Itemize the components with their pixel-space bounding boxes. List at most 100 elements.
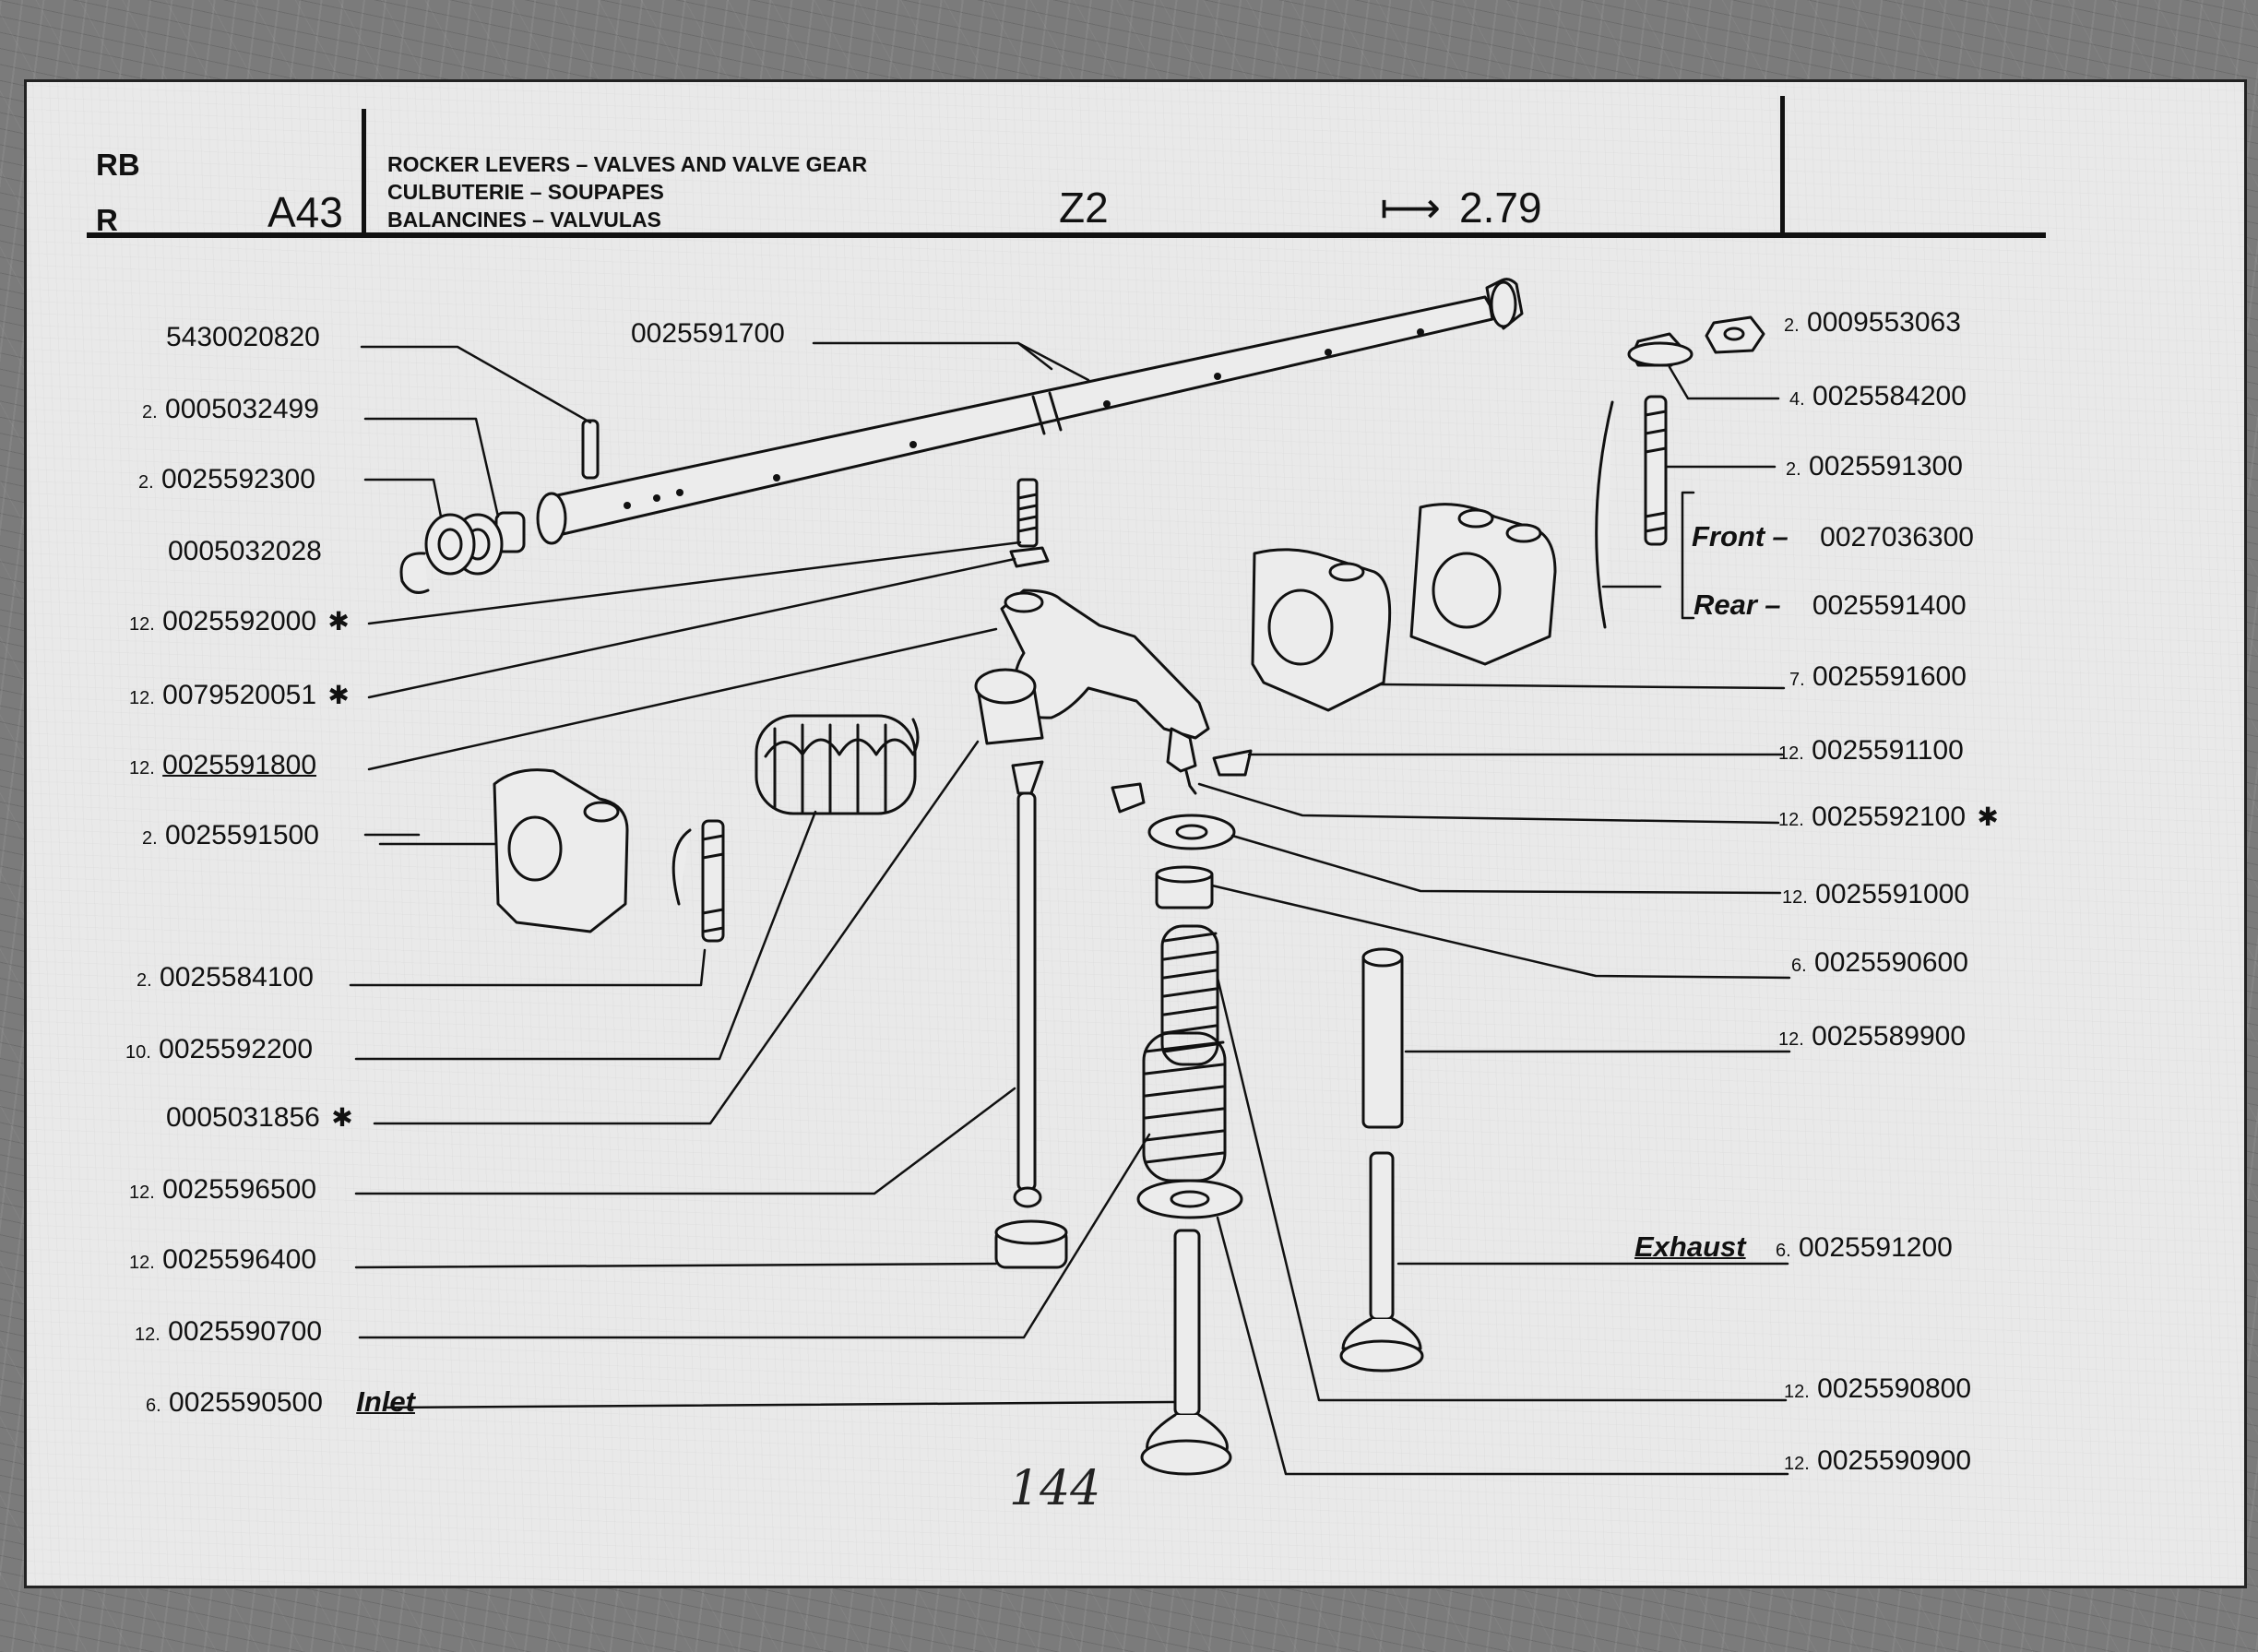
part-label-right-8: 12. 0025592100 ✱	[1778, 802, 1999, 835]
header-bottom-rule	[87, 232, 2046, 238]
header-model: Z2	[1059, 184, 1109, 232]
part-number: 0025591700	[631, 318, 785, 349]
part-quantity: 6.	[1791, 956, 1807, 976]
part-number: 0005032499	[165, 394, 319, 424]
leader-lines-top	[812, 341, 1090, 382]
shaft-oil-holes	[624, 328, 1424, 509]
part-number: 0025592100	[1812, 802, 1967, 832]
part-label-left-7: 12. 0025591800	[129, 751, 316, 783]
part-number: 0025589900	[1812, 1021, 1967, 1052]
inlet-valve-illustration	[1140, 1229, 1232, 1476]
part-label-left-12: 12. 0025596500	[129, 1175, 316, 1207]
part-label-left-9: 2. 0025584100	[137, 963, 314, 995]
exhaust-label: Exhaust	[1634, 1230, 1746, 1263]
part-quantity: 4.	[1789, 389, 1805, 410]
part-label-right-5: Rear – 0025591400	[1694, 590, 1967, 621]
part-quantity: 2.	[1784, 315, 1800, 336]
part-quantity: 10.	[125, 1042, 151, 1063]
part-quantity: 12.	[129, 758, 155, 778]
part-number: 0079520051	[162, 680, 317, 710]
part-quantity: 12.	[129, 1183, 155, 1203]
left-bracket-illustration	[493, 768, 725, 943]
part-number: 0025592200	[159, 1034, 314, 1064]
part-number: 0025590600	[1814, 947, 1968, 978]
parts-catalog-sheet	[24, 79, 2247, 1588]
part-label-left-1: 5430020820	[166, 323, 320, 352]
part-quantity: 12.	[129, 688, 155, 708]
part-label-top-center: 0025591700	[631, 319, 785, 349]
header-divider-left	[362, 109, 366, 236]
right-bracket-front-illustration	[1409, 503, 1557, 666]
right-bracket-rear-illustration	[1251, 548, 1392, 712]
part-label-left-15: 6. 0025590500 Inlet	[146, 1387, 415, 1420]
valve-spring-stack-illustration	[1136, 814, 1243, 1219]
header-code-rb: RB	[96, 148, 140, 182]
part-label-left-14: 12. 0025590700	[135, 1317, 322, 1349]
part-label-left-8: 2. 0025591500	[142, 821, 319, 853]
part-label-left-6: 12. 0079520051 ✱	[129, 681, 350, 713]
valve-guide-illustration	[1361, 947, 1404, 1129]
part-number: 0027036300	[1820, 522, 1974, 553]
part-label-right-2: 4. 0025584200	[1789, 382, 1967, 414]
part-label-left-13: 12. 0025596400	[129, 1245, 316, 1278]
stud-and-nut-illustration	[1595, 315, 1765, 629]
header-divider-right	[1780, 96, 1785, 234]
part-quantity: 12.	[1778, 810, 1804, 830]
rear-dash: –	[1765, 588, 1781, 621]
header-title-es: BALANCINES – VALVULAS	[387, 208, 661, 232]
part-label-right-12: Exhaust 6. 0025591200	[1634, 1232, 1953, 1266]
part-number: 0025592000	[162, 606, 317, 636]
pushrod-illustration	[1011, 760, 1044, 1208]
part-label-right-7: 12. 0025591100	[1778, 736, 1964, 768]
tappet-illustration	[994, 1219, 1068, 1269]
star-icon: ✱	[331, 1103, 353, 1132]
part-quantity: 12.	[1782, 887, 1808, 908]
header-group-code: A43	[267, 188, 343, 236]
front-dash: –	[1772, 520, 1789, 553]
rocker-bush-illustration	[974, 668, 1044, 745]
part-label-left-2: 2. 0005032499	[142, 395, 319, 427]
rear-label: Rear	[1694, 588, 1757, 621]
header-validity-arrow: ⟼	[1380, 184, 1441, 232]
part-number: 0025591400	[1812, 590, 1967, 621]
front-label: Front	[1692, 520, 1765, 553]
part-number: 0025591600	[1812, 661, 1967, 692]
part-number: 0025591500	[165, 820, 319, 850]
part-label-right-9: 12. 0025591000	[1782, 880, 1969, 912]
part-quantity: 12.	[1784, 1382, 1810, 1402]
part-quantity: 12.	[135, 1325, 160, 1345]
part-label-left-4: 0005032028	[168, 537, 322, 566]
part-number: 0025591100	[1812, 735, 1964, 766]
part-quantity: 12.	[129, 1253, 155, 1273]
part-number: 0005031856	[166, 1102, 320, 1133]
part-quantity: 2.	[1786, 459, 1801, 480]
part-number: 0025596400	[162, 1244, 317, 1275]
part-number: 0025591000	[1815, 879, 1970, 909]
page-number: 144	[1009, 1461, 1101, 1516]
leader-lines-right	[1197, 365, 1791, 1476]
header-validity-date: 2.79	[1459, 184, 1542, 232]
star-icon: ✱	[1977, 802, 1999, 831]
part-quantity: 2.	[142, 402, 158, 422]
part-label-right-13: 12. 0025590800	[1784, 1374, 1971, 1407]
part-label-right-6: 7. 0025591600	[1789, 662, 1967, 695]
shaft-end-parts-illustration	[399, 419, 600, 594]
rocker-shaft-illustration	[536, 278, 1524, 545]
part-number: 0025596500	[162, 1174, 317, 1205]
part-number: 0025592300	[161, 464, 315, 494]
part-quantity: 12.	[129, 614, 155, 635]
part-label-right-1: 2. 0009553063	[1784, 308, 1961, 340]
part-number: 0025591800	[162, 750, 317, 780]
part-label-left-3: 2. 0025592300	[138, 465, 315, 497]
rocker-spring-illustration	[755, 714, 920, 815]
leader-lines-left	[349, 345, 1177, 1409]
inlet-label: Inlet	[356, 1385, 415, 1418]
star-icon: ✱	[327, 681, 350, 709]
part-number: 0009553063	[1807, 307, 1961, 338]
part-number: 0025591300	[1809, 451, 1963, 481]
part-quantity: 2.	[137, 970, 152, 991]
part-number: 0025590700	[168, 1316, 323, 1347]
exhaust-valve-illustration	[1339, 1151, 1424, 1373]
part-number: 0025584200	[1812, 381, 1967, 411]
